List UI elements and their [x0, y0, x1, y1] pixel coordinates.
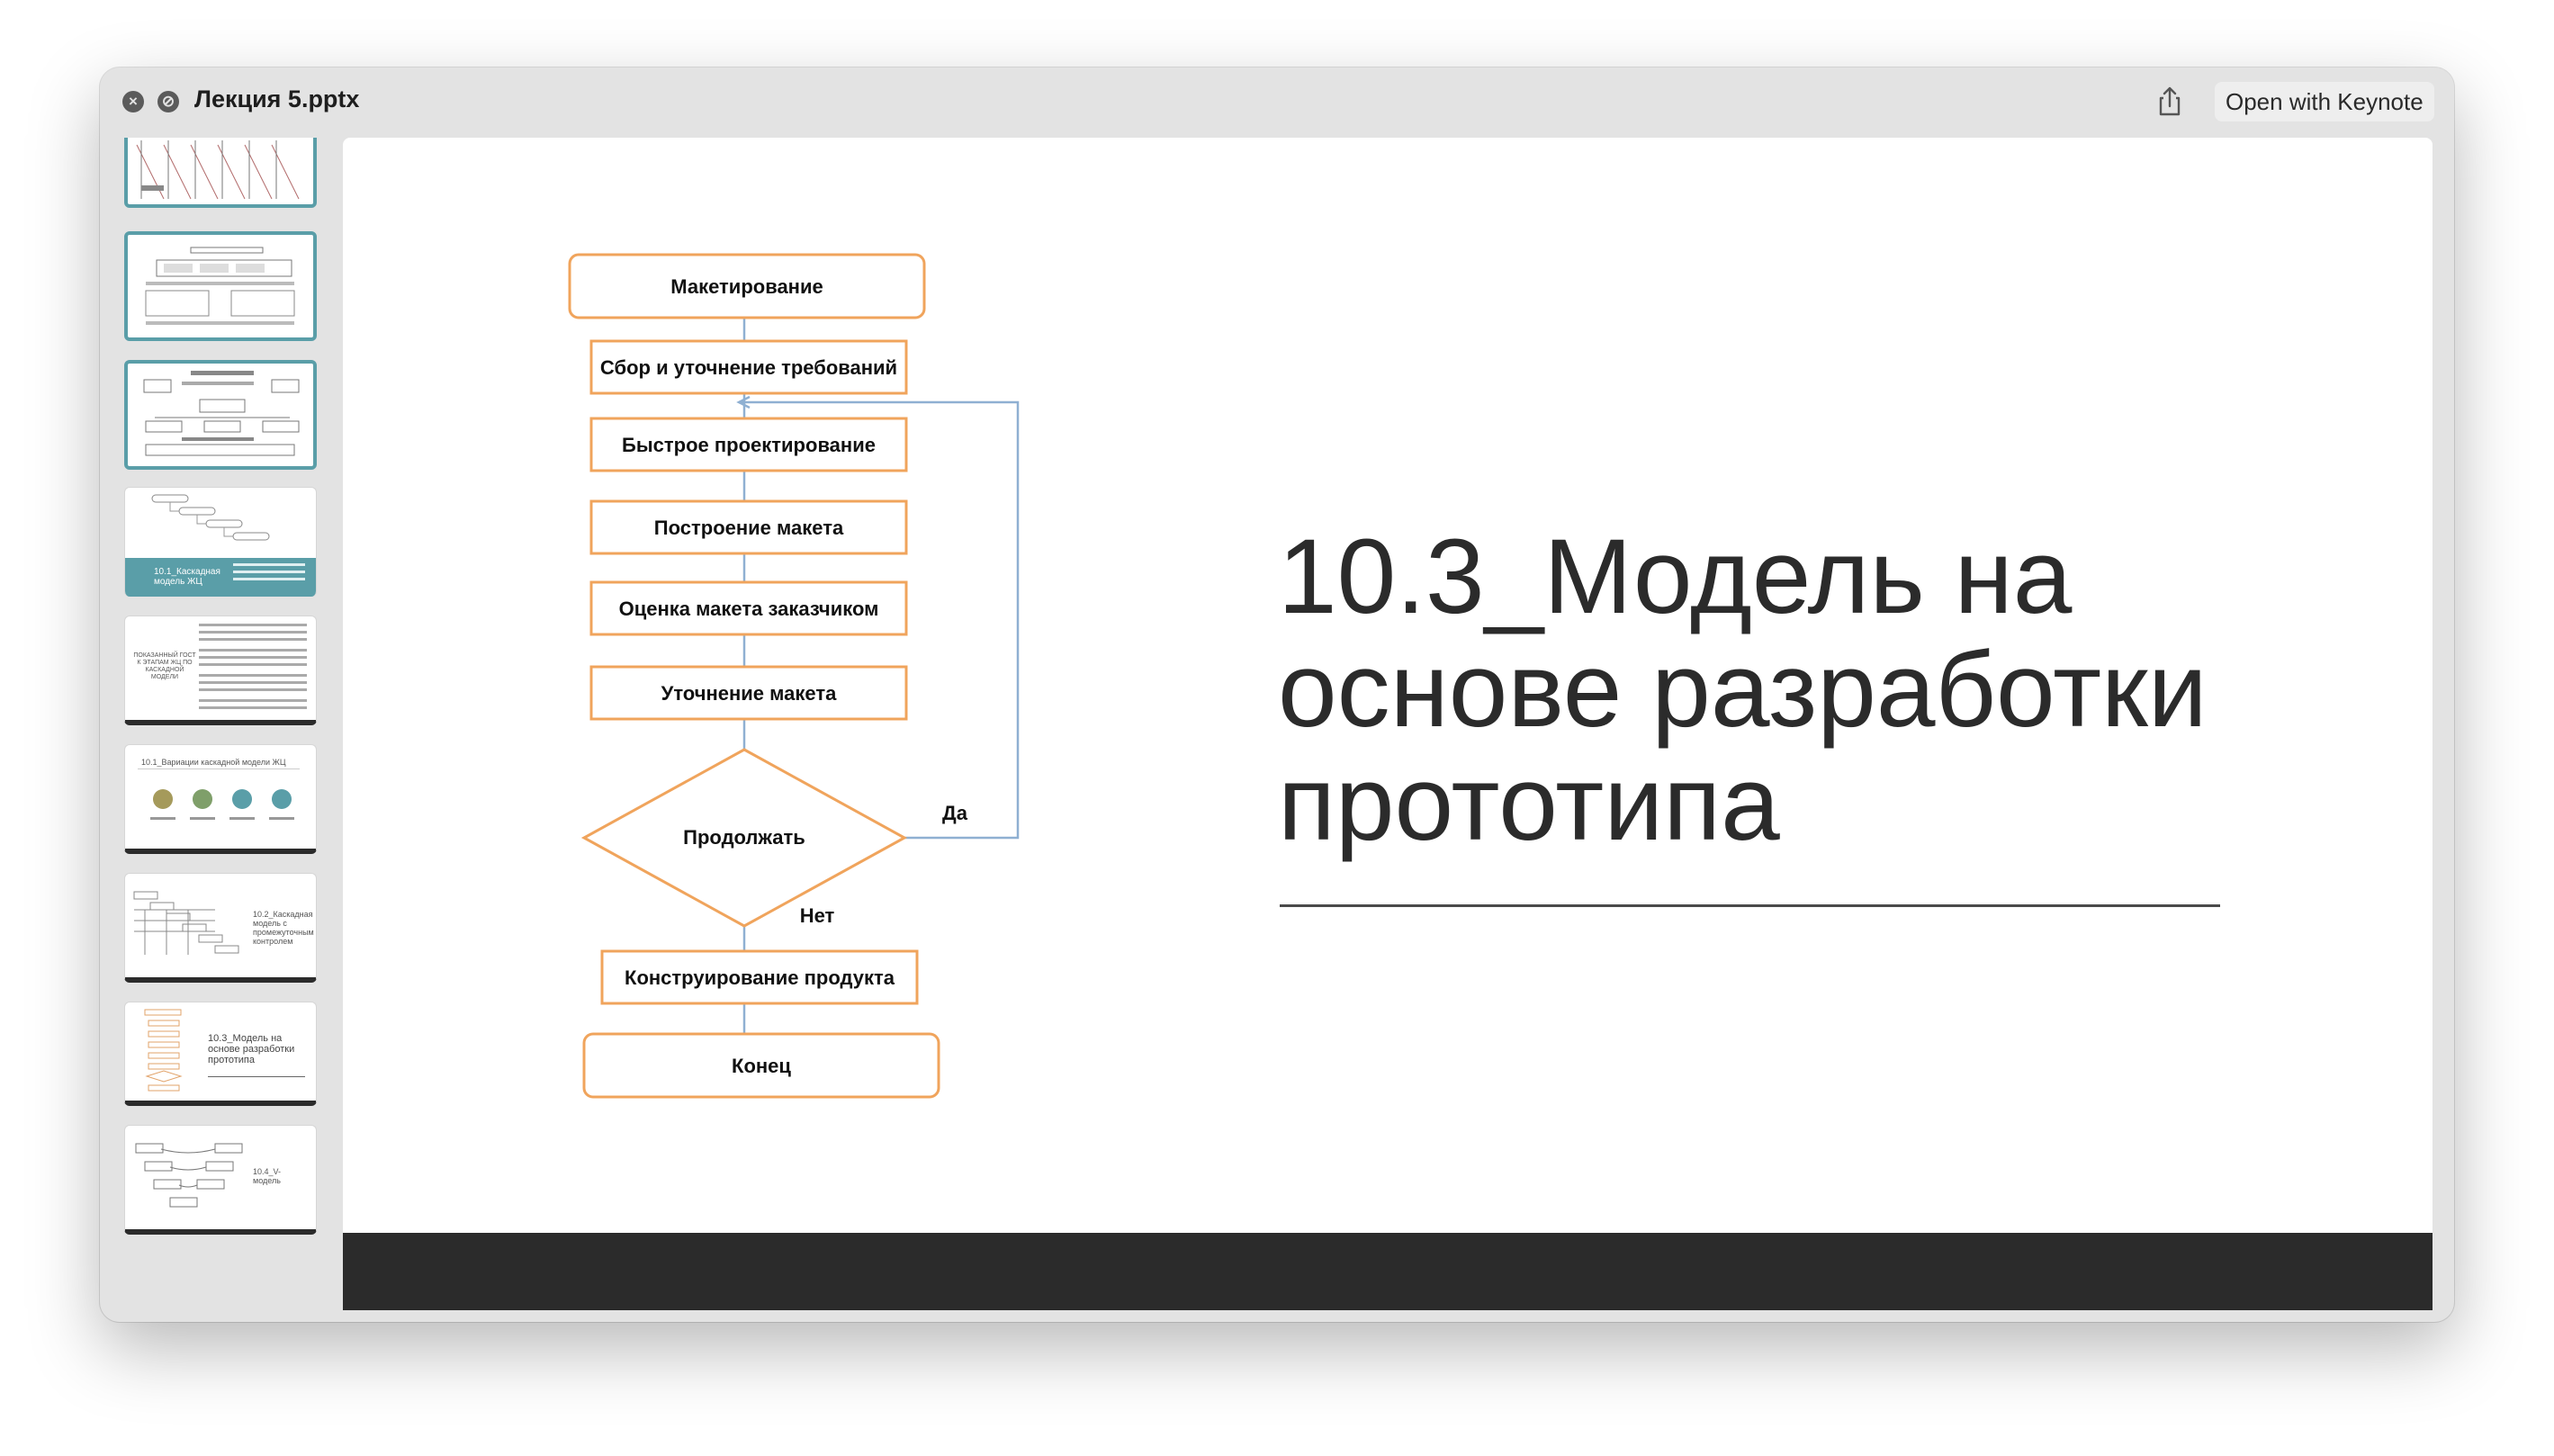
- slide-thumbnail[interactable]: [124, 231, 317, 341]
- quicklook-window: × ⊘ Лекция 5.pptx Open with Keynote: [100, 67, 2454, 1322]
- share-icon[interactable]: [2152, 84, 2188, 120]
- slide-thumbnail[interactable]: 10.1_Каскадная модель ЖЦ: [124, 487, 317, 597]
- flowchart-step-label: Конструирование продукта: [625, 966, 895, 989]
- title-underline: [1280, 904, 2220, 907]
- flowchart-step-label: Сбор и уточнение требований: [600, 356, 897, 379]
- thumbnail-caption: 10.1_Вариации каскадной модели ЖЦ: [141, 758, 286, 767]
- close-icon[interactable]: ×: [122, 91, 144, 112]
- thumbnail-caption: ПОКАЗАННЫЙ ГОСТ К ЭТАПАМ ЖЦ ПО КАСКАДНОЙ…: [133, 652, 196, 680]
- slide-preview: Макетирование Сбор и уточнение требовани…: [343, 138, 2433, 1310]
- slide-thumbnail[interactable]: 10.3_Модель на основе разработки прототи…: [124, 1002, 317, 1106]
- slide-footer-bar: [343, 1233, 2433, 1310]
- slide-thumbnail[interactable]: 10.1_Вариации каскадной модели ЖЦ: [124, 744, 317, 854]
- flowchart-end-box: [582, 1032, 940, 1099]
- flowchart-connectors: [736, 318, 1020, 1034]
- flowchart-start-label: Макетирование: [670, 275, 823, 298]
- flowchart-step-label: Уточнение макета: [661, 682, 837, 705]
- flowchart-step-box: [589, 499, 908, 555]
- slide-title: 10.3_Модель на основе разработки прототи…: [1278, 517, 2208, 863]
- slide-thumbnail[interactable]: 10.4_V-модель: [124, 1125, 317, 1235]
- window-title: Лекция 5.pptx: [194, 85, 360, 112]
- flowchart-step-box: [589, 417, 908, 472]
- slide-thumbnail[interactable]: [124, 360, 317, 470]
- thumbnail-caption: 10.1_Каскадная модель ЖЦ: [154, 567, 220, 587]
- slide-thumbnail-sidebar[interactable]: 10.1_Каскадная модель ЖЦ ПОКАЗАННЫЙ ГОСТ…: [100, 138, 332, 1322]
- flowchart-no-label: Нет: [800, 904, 835, 927]
- flowchart-step-label: Построение макета: [654, 517, 844, 539]
- title-bar: × ⊘ Лекция 5.pptx Open with Keynote: [100, 67, 2454, 138]
- slide-thumbnail[interactable]: ПОКАЗАННЫЙ ГОСТ К ЭТАПАМ ЖЦ ПО КАСКАДНОЙ…: [124, 616, 317, 725]
- open-with-keynote-button[interactable]: Open with Keynote: [2215, 82, 2434, 121]
- flowchart-shapes: [568, 253, 940, 1099]
- slide-thumbnail[interactable]: 10.2_Каскадная модель с промежуточным ко…: [124, 873, 317, 983]
- thumbnail-caption: 10.4_V-модель: [253, 1167, 282, 1185]
- flowchart-step-box: [589, 665, 908, 721]
- flowchart-decision-diamond: [580, 748, 908, 928]
- slash-circle-icon[interactable]: ⊘: [157, 91, 179, 112]
- thumbnail-caption: 10.2_Каскадная модель с промежуточным ко…: [253, 910, 314, 946]
- flowchart-decision-label: Продолжать: [683, 826, 805, 849]
- slide-thumbnail[interactable]: [124, 138, 317, 208]
- flowchart-yes-label: Да: [942, 802, 968, 824]
- flowchart-step-box: [589, 580, 908, 636]
- flowchart-end-label: Конец: [732, 1055, 791, 1077]
- flowchart-step-label: Оценка макета заказчиком: [619, 598, 879, 620]
- thumbnail-caption: 10.3_Модель на основе разработки прототи…: [208, 1033, 295, 1065]
- prototype-flowchart: Макетирование Сбор и уточнение требовани…: [568, 253, 1020, 1099]
- flowchart-step-box: [589, 339, 908, 395]
- flowchart-step-box: [600, 949, 919, 1005]
- flowchart-start-box: [568, 253, 926, 319]
- flowchart-step-label: Быстрое проектирование: [622, 434, 876, 456]
